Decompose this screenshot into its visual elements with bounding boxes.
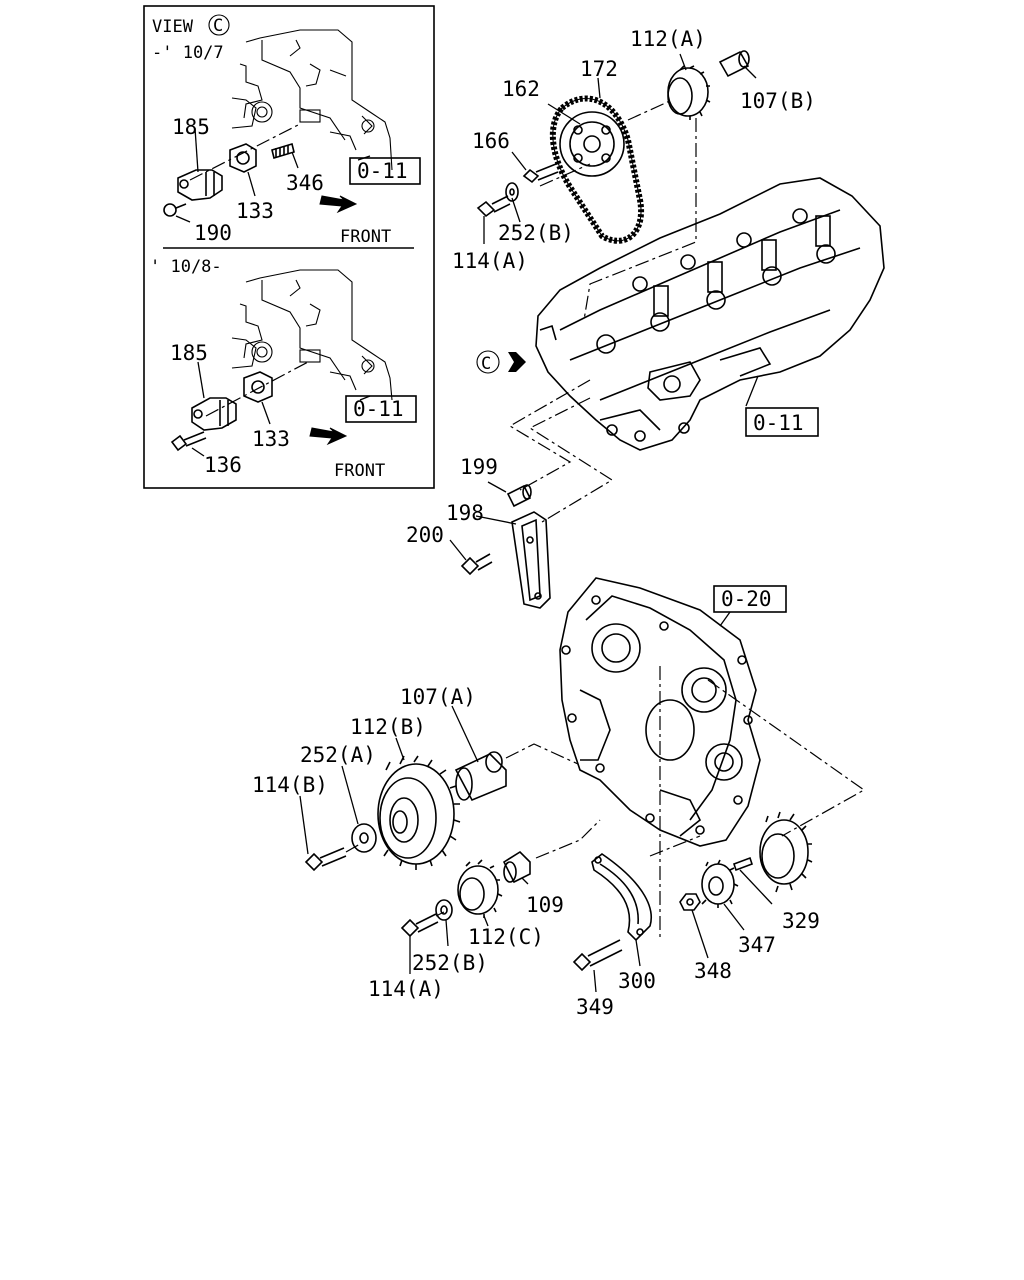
shaft-107a-drawing: [454, 751, 507, 802]
inset-period-before: -' 10/7: [152, 43, 224, 63]
label-252b-bottom: 252(B): [412, 951, 488, 975]
inset-view-ref-circle: [208, 14, 230, 36]
part-185-bottom-drawing: [191, 397, 237, 431]
label-185-bottom: 185: [170, 341, 208, 365]
pin-199-drawing: [506, 484, 532, 508]
label-346: 346: [286, 171, 324, 195]
label-162: 162: [502, 77, 540, 101]
part-185-top-drawing: [177, 169, 223, 201]
gear-329-drawing: [759, 811, 813, 893]
front-arrow-bottom: [309, 427, 348, 446]
label-107b: 107(B): [740, 89, 816, 113]
inset-view-label: VIEW: [152, 17, 194, 37]
label-112a: 112(A): [630, 27, 706, 51]
inset-view-ref: C: [213, 16, 223, 36]
washer-252b-top-drawing: [505, 182, 519, 202]
label-107a: 107(A): [400, 685, 476, 709]
tensioner-lever-300-drawing: [591, 853, 652, 942]
ref-front-case: 0-20: [721, 587, 772, 611]
label-199: 199: [460, 455, 498, 479]
bolt-349-drawing: [572, 939, 623, 972]
pin-329-drawing: [732, 856, 754, 872]
ref-head: 0-11: [753, 411, 804, 435]
part-133-bottom-drawing: [243, 371, 273, 403]
label-198: 198: [446, 501, 484, 525]
part-190-drawing: [163, 203, 187, 217]
nut-348-drawing: [679, 893, 701, 911]
label-349: 349: [576, 995, 614, 1019]
label-112b: 112(B): [350, 715, 426, 739]
label-166: 166: [472, 129, 510, 153]
washer-252a-drawing: [351, 823, 377, 853]
washer-252b-bottom-drawing: [435, 899, 453, 921]
label-114a-bottom: 114(A): [368, 977, 444, 1001]
label-114a-top: 114(A): [452, 249, 528, 273]
bolt-200-drawing: [460, 553, 493, 576]
front-case-drawing: [559, 577, 761, 847]
ref-box-head: [745, 407, 819, 437]
shaft-107b-drawing: [718, 50, 750, 78]
bushing-109-drawing: [502, 850, 531, 884]
timing-chain-drawing: [549, 95, 645, 244]
inset-period-after: ' 10/8-: [150, 257, 222, 277]
view-c-marker-circle: [476, 350, 500, 374]
label-347: 347: [738, 933, 776, 957]
guide-198-drawing: [511, 511, 551, 609]
bolt-114a-top-drawing: [476, 195, 511, 218]
label-114b: 114(B): [252, 773, 328, 797]
label-252a: 252(A): [300, 743, 376, 767]
label-172: 172: [580, 57, 618, 81]
bolt-114a-bottom-drawing: [400, 913, 439, 938]
ref-box-inset-bottom: [345, 395, 417, 423]
label-109: 109: [526, 893, 564, 917]
inset-front-label-bottom: FRONT: [334, 461, 385, 481]
front-arrow-top: [319, 195, 358, 214]
part-346-drawing: [271, 142, 295, 160]
bolt-114b-drawing: [304, 847, 347, 872]
label-112c: 112(C): [468, 925, 544, 949]
inset-front-label-top: FRONT: [340, 227, 391, 247]
camshaft-sprocket-162-drawing: [559, 111, 625, 177]
label-133-top: 133: [236, 199, 274, 223]
inset-view-c: VIEW C -' 10/7 ' 10/8-: [143, 5, 435, 489]
label-348: 348: [694, 959, 732, 983]
gear-112c-drawing: [457, 859, 503, 918]
label-252b-top: 252(B): [498, 221, 574, 245]
ref-inset-top: 0-11: [357, 159, 408, 183]
label-190: 190: [194, 221, 232, 245]
inset-bottom-block-drawing: [231, 269, 393, 401]
label-200: 200: [406, 523, 444, 547]
idler-gear-112a-drawing: [667, 65, 711, 120]
cylinder-head-drawing: [535, 177, 885, 451]
label-136: 136: [204, 453, 242, 477]
inset-top-block-drawing: [231, 29, 393, 171]
view-c-marker: C: [481, 354, 491, 374]
label-329: 329: [782, 909, 820, 933]
gear-112b-drawing: [377, 755, 461, 870]
part-133-top-drawing: [229, 143, 257, 173]
bolt-166-drawing: [522, 163, 559, 184]
label-185-top: 185: [172, 115, 210, 139]
sprocket-347-drawing: [701, 859, 739, 908]
label-133-bottom: 133: [252, 427, 290, 451]
label-300: 300: [618, 969, 656, 993]
part-136-drawing: [170, 431, 207, 452]
ref-box-front-case: [713, 585, 787, 613]
view-c-arrow: [508, 352, 526, 372]
ref-inset-bottom: 0-11: [353, 397, 404, 421]
ref-box-inset-top: [349, 157, 421, 185]
